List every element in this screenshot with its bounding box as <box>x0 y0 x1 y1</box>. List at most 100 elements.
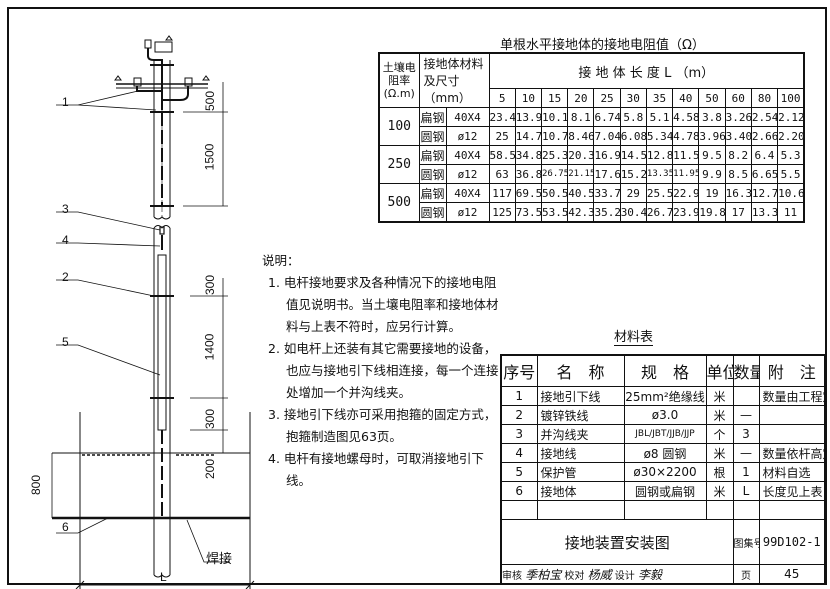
design-label: 设计 <box>614 570 635 582</box>
drawing-title: 接地装置安装图 <box>500 519 734 565</box>
resistance-value: 6.4 <box>750 145 779 165</box>
materials-cell: 3 <box>500 424 538 444</box>
dim-800: 800 <box>29 474 44 496</box>
notes: 说明： 1. 电杆接地要求及各种情况下的接地电阻值见说明书。当土壤电阻率和接地体… <box>262 250 503 492</box>
materials-cell: 长度见上表 <box>758 481 826 501</box>
resistance-value: 4.78 <box>672 126 700 146</box>
resistance-value: 6.65 <box>750 164 779 184</box>
resistance-value: 22.9 <box>672 183 700 203</box>
size: 40X4 <box>445 145 490 165</box>
resistance-value: 9.9 <box>698 164 726 184</box>
resistance-value: 20.3 <box>567 145 595 165</box>
length-header: 50 <box>698 88 726 108</box>
materials-cell: 数量由工程定 <box>758 386 826 406</box>
header-length: 接 地 体 长 度 L （m） <box>488 52 805 89</box>
resistance-value: 8.1 <box>567 107 595 127</box>
materials-cell <box>758 424 826 444</box>
dim-1500: 1500 <box>202 143 217 171</box>
materials-header: 单位 <box>705 354 734 387</box>
resistance-value: 11 <box>777 202 805 223</box>
length-header: 20 <box>567 88 595 108</box>
resistance-value: 73.5 <box>514 202 542 223</box>
empty-cell <box>732 500 760 520</box>
material: 扁钢 <box>418 183 447 203</box>
materials-cell: ø8 圆钢 <box>623 443 707 463</box>
resistance-value: 16.3 <box>724 183 752 203</box>
resistance-value: 23.4 <box>488 107 516 127</box>
atlas-number: 99D102-1 <box>758 519 826 565</box>
materials-cell: ø30×2200 <box>623 462 707 482</box>
note-4: 4. 电杆有接地螺母时，可取消接地引下线。 <box>268 451 484 488</box>
length-header: 15 <box>540 88 569 108</box>
resistance-value: 26.75 <box>540 164 569 184</box>
materials-cell: 6 <box>500 481 538 501</box>
resistance-value: 25.3 <box>540 145 569 165</box>
material: 圆钢 <box>418 202 447 223</box>
materials-cell: 4 <box>500 443 538 463</box>
resistance-value: 35.2 <box>593 202 621 223</box>
ground <box>52 412 255 589</box>
leader-lines <box>56 90 230 563</box>
resistance-value: 12.8 <box>645 145 674 165</box>
signature-row: 审核 季柏宝 校对 杨威 设计 李毅 <box>500 564 734 585</box>
length-header: 10 <box>514 88 542 108</box>
resistance-value: 40.5 <box>567 183 595 203</box>
resistance-value: 3.26 <box>724 107 752 127</box>
dim-200: 200 <box>203 458 218 480</box>
length-header: 60 <box>724 88 752 108</box>
empty-cell <box>758 500 826 520</box>
resistance-value: 17 <box>724 202 752 223</box>
soil-resistivity: 250 <box>378 145 420 184</box>
design-signature: 李毅 <box>637 567 662 582</box>
materials-header: 名 称 <box>536 354 625 387</box>
length-header: 40 <box>672 88 700 108</box>
check-signature: 杨威 <box>587 567 612 582</box>
materials-cell: 3 <box>732 424 760 444</box>
materials-cell: 米 <box>705 443 734 463</box>
materials-cell: 圆钢或扁钢 <box>623 481 707 501</box>
resistance-value: 3.96 <box>698 126 726 146</box>
resistance-value: 4.58 <box>672 107 700 127</box>
resistance-value: 3.40 <box>724 126 752 146</box>
materials-cell: — <box>732 405 760 425</box>
resistance-value: 117 <box>488 183 516 203</box>
resistance-value: 14.5 <box>619 145 647 165</box>
resistance-value: 14.7 <box>514 126 542 146</box>
resistance-value: 9.5 <box>698 145 726 165</box>
materials-table: 序号名 称规 格单位数量附 注1接地引下线25mm²绝缘线米数量由工程定2镀锌铁… <box>500 354 826 585</box>
resistance-value: 5.5 <box>777 164 805 184</box>
resistance-value: 5.8 <box>619 107 647 127</box>
resistance-value: 5.1 <box>645 107 674 127</box>
callout-1: 1 <box>62 95 69 109</box>
notes-heading: 说明： <box>262 253 300 268</box>
materials-cell <box>758 405 826 425</box>
materials-cell: 保护管 <box>536 462 625 482</box>
resistance-value: 16.9 <box>593 145 621 165</box>
resistance-value: 19 <box>698 183 726 203</box>
callout-3: 3 <box>62 202 69 216</box>
note-3: 3. 接地引下线亦可采用抱箍的固定方式，抱箍制造图见63页。 <box>268 407 497 444</box>
resistance-value: 13.3 <box>750 202 779 223</box>
materials-header: 序号 <box>500 354 538 387</box>
atlas-label: 图集号 <box>732 519 760 565</box>
resistance-value: 2.20 <box>777 126 805 146</box>
materials-cell: — <box>732 443 760 463</box>
materials-cell: 1 <box>732 462 760 482</box>
materials-cell: 2 <box>500 405 538 425</box>
callout-5: 5 <box>62 335 69 349</box>
dim-500: 500 <box>203 90 218 112</box>
resistance-value: 10.6 <box>777 183 805 203</box>
materials-cell: L <box>732 481 760 501</box>
resistance-value: 25.5 <box>645 183 674 203</box>
resistance-value: 125 <box>488 202 516 223</box>
resistance-value: 13.9 <box>514 107 542 127</box>
materials-cell: 1 <box>500 386 538 406</box>
resistance-value: 11.95 <box>672 164 700 184</box>
